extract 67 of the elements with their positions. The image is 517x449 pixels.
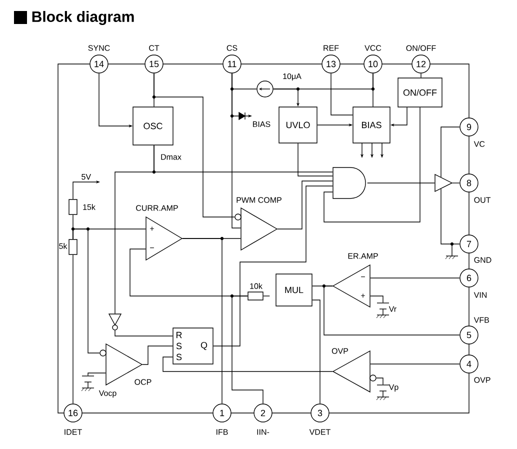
flip-flop-box: R S S Q [172,328,214,364]
pin-label: CT [149,45,160,51]
plus-sign: + [361,294,365,298]
title: Block diagram [14,10,134,26]
amplifier-label: OCP [134,379,152,385]
wire [324,107,420,222]
block-box: MUL [276,274,312,306]
plus-sign: + [150,226,154,231]
amplifier-label: OVP [332,348,348,354]
pin-label: IIN- [257,429,270,435]
pin-label: IFB [216,429,228,435]
wire [114,145,154,314]
node-label: 10k [250,283,262,289]
wire [213,186,333,346]
wire [376,378,384,385]
node-label: 15k [83,204,96,210]
wire [154,73,235,218]
amplifier-label: CURR.AMP [136,205,178,211]
pin-label: VDET [309,429,330,435]
wire [440,126,460,178]
pin-label: IDET [64,429,82,435]
and-gate [332,167,366,199]
wire [277,180,333,230]
minus-sign: − [361,276,365,278]
wire [162,356,333,372]
node-label: 5k [59,243,68,249]
block-box: OSC [132,106,174,146]
wire [88,372,106,376]
wire [232,296,264,404]
battery-label: Vr [388,306,396,312]
wire [420,73,422,78]
block-box: BIAS [352,106,390,144]
signal-label: BIAS [253,121,270,127]
wire [324,286,460,336]
wire [72,254,74,404]
wire [330,73,353,116]
wire [72,228,100,354]
wire [142,346,173,365]
node-label: Dmax [161,154,182,160]
wire [298,143,333,176]
pin-label: OVP [474,377,490,383]
pin-label: GND [474,257,492,263]
amplifier-label: ER.AMP [348,253,378,259]
battery-label: Vocp [98,390,116,398]
pin-label: VFB [474,317,489,323]
battery-label: Vp [388,384,398,392]
pin-label: REF [324,45,339,51]
voltage-label: 5V [82,174,91,180]
block-box: UVLO [278,106,318,144]
pin-label: CS [226,45,238,51]
pin-label: VCC [364,45,382,51]
wire [182,238,222,404]
node-label: 10μA [283,73,302,81]
wire [372,73,374,107]
block-box: ON/OFF [398,78,442,108]
wire [440,188,460,244]
pin-label: OUT [474,197,491,203]
pin-label: ON/OFF [406,45,436,51]
pin-label: SYNC [88,45,110,51]
wire [312,300,320,404]
pin-label: VC [474,141,485,147]
pin-label: VIN [474,292,487,298]
wire [370,296,384,303]
wire [114,330,173,336]
wire [452,182,460,184]
amplifier-label: PWM COMP [236,197,282,203]
wire [367,182,435,184]
